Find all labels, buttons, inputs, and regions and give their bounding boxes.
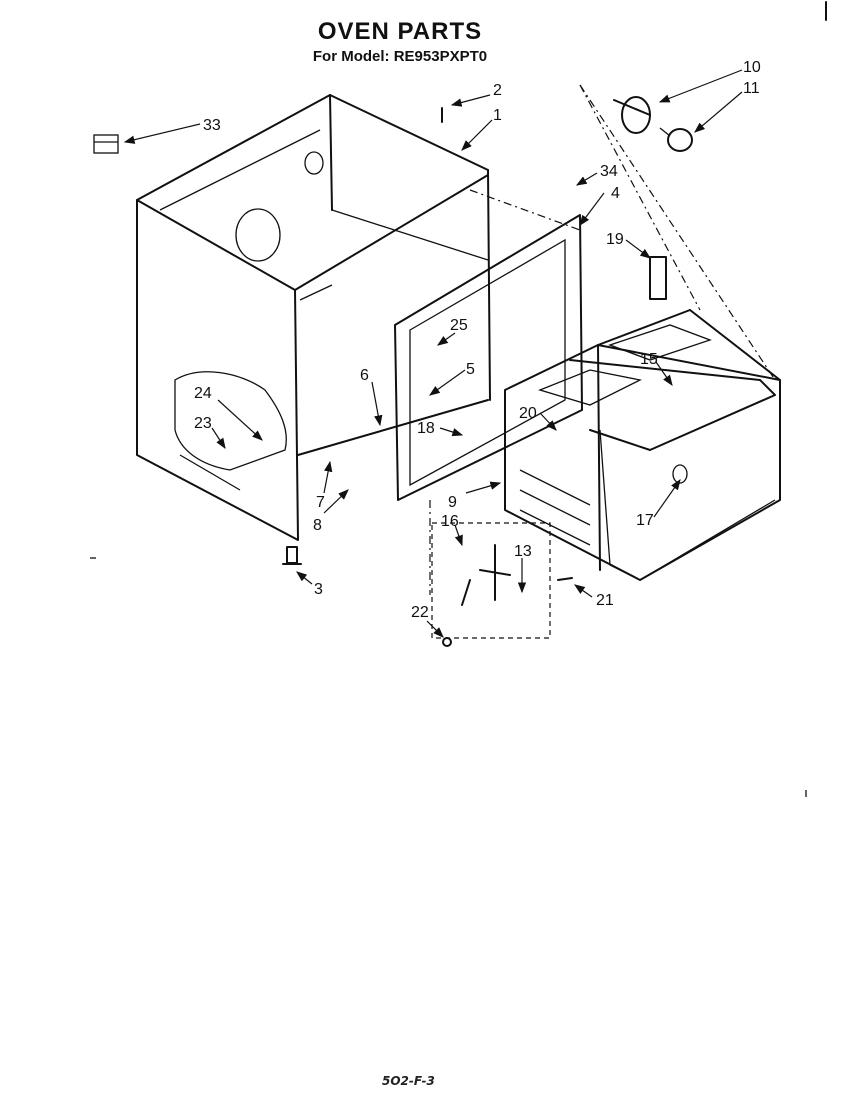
callout-10: 10 <box>743 59 761 76</box>
callout-6: 6 <box>360 367 369 384</box>
callout-34: 34 <box>600 163 618 180</box>
callout-8: 8 <box>313 517 322 534</box>
callout-20: 20 <box>519 405 537 422</box>
callout-16: 16 <box>441 513 459 530</box>
callout-17: 17 <box>636 512 654 529</box>
vent-tube-part-19 <box>649 256 667 300</box>
callout-5: 5 <box>466 361 475 378</box>
callout-23: 23 <box>194 415 212 432</box>
callout-33: 33 <box>203 117 221 134</box>
front-frame-part <box>394 214 583 501</box>
callout-21: 21 <box>596 592 614 609</box>
model-subtitle: For Model: RE953PXPT0 <box>312 48 488 65</box>
callout-9: 9 <box>448 494 457 511</box>
callout-2: 2 <box>493 82 502 99</box>
page-code: 5O2-F-3 <box>382 1074 435 1088</box>
socket-part-10 <box>613 96 651 134</box>
callout-7: 7 <box>316 494 325 511</box>
bracket-part-33 <box>93 134 119 154</box>
callout-4: 4 <box>611 185 620 202</box>
nut-part-22 <box>442 637 452 647</box>
callout-3: 3 <box>314 581 323 598</box>
oven-liner-part <box>504 309 781 581</box>
screw-part-21 <box>557 577 573 581</box>
callout-25: 25 <box>450 317 468 334</box>
hinge-part-16 <box>431 522 551 639</box>
callout-18: 18 <box>417 420 435 437</box>
callout-1: 1 <box>493 107 502 124</box>
bulb-part-11 <box>659 127 693 152</box>
callout-15: 15 <box>640 351 658 368</box>
foot-part-3 <box>282 546 302 565</box>
callout-11: 11 <box>743 80 760 97</box>
callout-24: 24 <box>194 385 212 402</box>
diagram-title: OVEN PARTS <box>317 18 483 45</box>
callout-22: 22 <box>411 604 429 621</box>
callout-13: 13 <box>514 543 532 560</box>
callout-19: 19 <box>606 231 624 248</box>
heating-element-part <box>569 359 776 581</box>
oven-cabinet-part <box>136 94 491 541</box>
